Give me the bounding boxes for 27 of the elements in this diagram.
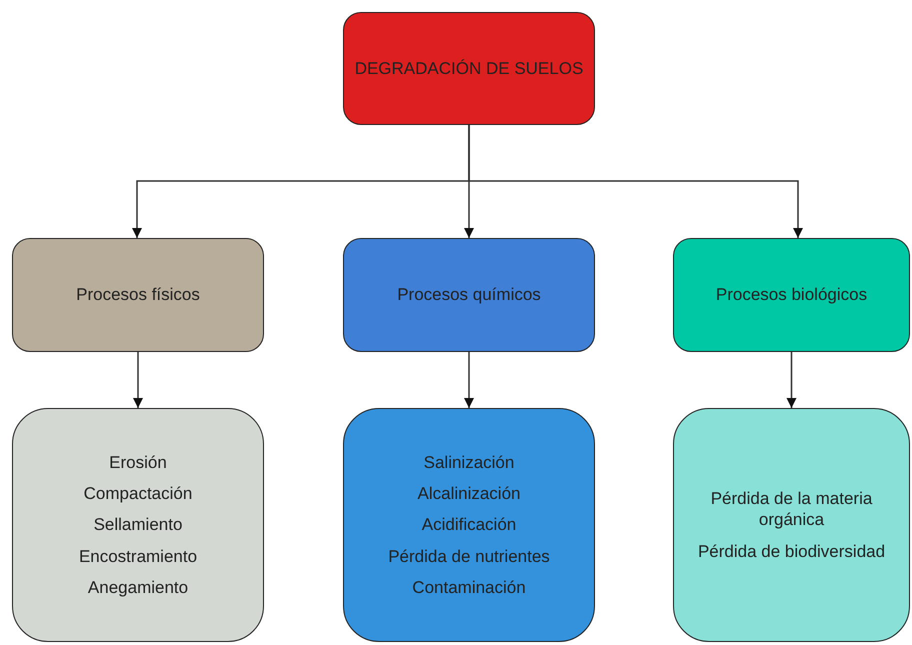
list-item: Pérdida de biodiversidad bbox=[698, 540, 886, 562]
list-item: Acidificación bbox=[422, 514, 516, 536]
list-box bbox=[12, 408, 264, 642]
node-label: Procesos biológicos bbox=[716, 284, 868, 306]
list-item: Erosión bbox=[109, 452, 167, 474]
list-item: Salinización bbox=[424, 452, 514, 474]
arrow bbox=[786, 352, 796, 408]
list-item: Anegamiento bbox=[88, 576, 188, 598]
node-label: DEGRADACIÓN DE SUELOS bbox=[354, 58, 584, 80]
node-label: Procesos físicos bbox=[76, 284, 200, 306]
process-box bbox=[343, 12, 595, 125]
category-box bbox=[673, 238, 910, 352]
list-item: Contaminación bbox=[412, 576, 526, 598]
category-box bbox=[12, 238, 264, 352]
list-item: Compactación bbox=[84, 483, 192, 504]
list-box bbox=[343, 408, 595, 642]
list-item: Sellamiento bbox=[94, 514, 182, 536]
category-box bbox=[343, 238, 595, 352]
list-item: Pérdida de nutrientes bbox=[388, 546, 550, 567]
arrow bbox=[464, 352, 474, 408]
arrow bbox=[468, 125, 803, 238]
list-box bbox=[673, 408, 910, 642]
list-item: Encostramiento bbox=[78, 546, 198, 567]
node-label: Procesos químicos bbox=[397, 284, 541, 306]
arrow bbox=[133, 352, 143, 408]
list-item: Alcalinización bbox=[418, 483, 520, 504]
list-item: Pérdida de la materia orgánica bbox=[710, 488, 874, 531]
